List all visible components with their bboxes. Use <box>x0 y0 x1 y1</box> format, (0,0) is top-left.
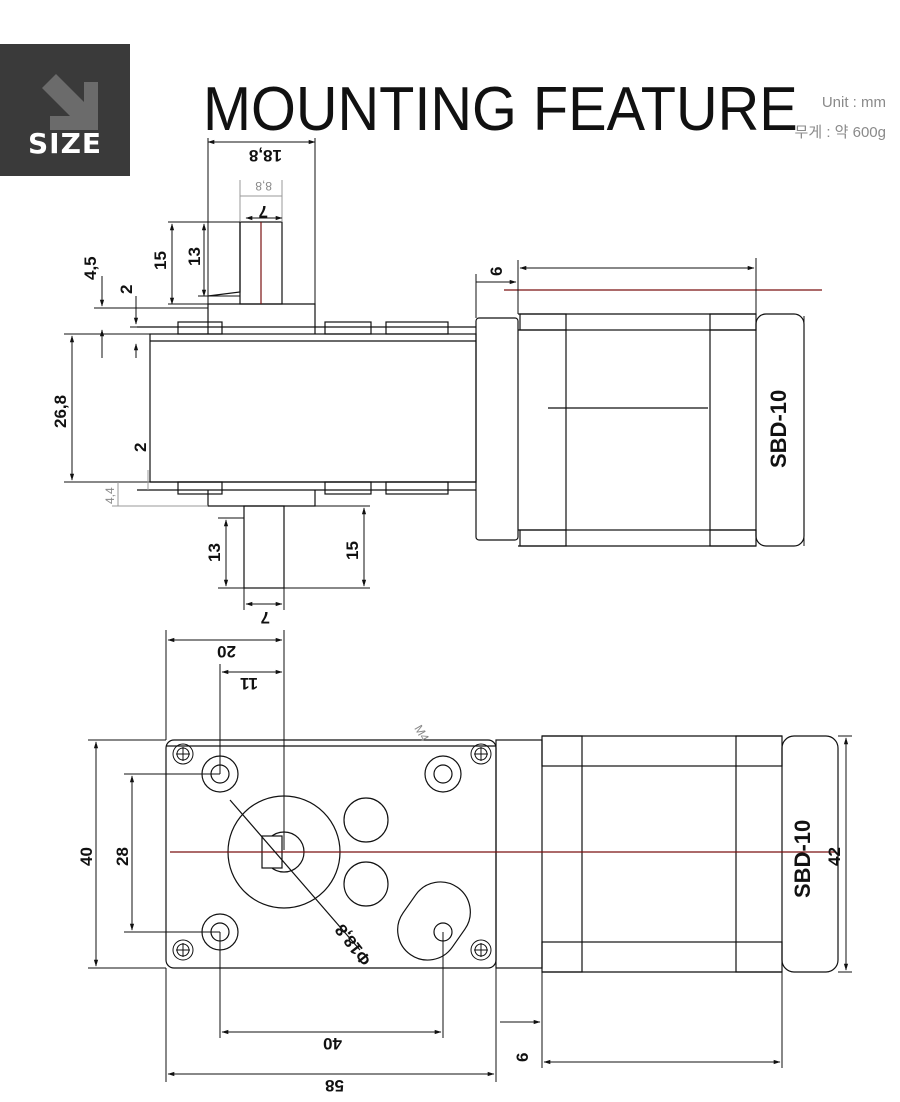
dim-13-bottom: 13 <box>205 543 224 562</box>
bottom-shaft <box>243 505 285 589</box>
front-dim-labels: 20 11 40 28 Φ18,8 40 58 6 42 <box>77 642 844 1095</box>
unit-info: Unit : mm 무게 : 약 600g <box>795 88 886 148</box>
dim-40-horizontal: 40 <box>323 1034 342 1053</box>
unit-line: Unit : mm <box>821 94 886 111</box>
dim-7-top: 7 <box>259 202 268 221</box>
slot-hole <box>397 881 471 961</box>
front-model-label: SBD-10 <box>790 820 815 898</box>
dim-phi-18-8: Φ18,8 <box>331 920 375 969</box>
front-view <box>165 735 839 973</box>
size-badge-label: SIZE <box>27 127 102 160</box>
dim-58: 58 <box>325 1076 344 1095</box>
corner-screw <box>470 939 492 961</box>
dim-20: 20 <box>217 642 236 661</box>
front-dimensions <box>88 630 852 1082</box>
dim-6-side: 6 <box>487 267 506 276</box>
dim-8-8: 8,8 <box>255 179 272 193</box>
corner-screw <box>470 743 492 765</box>
side-dimensions <box>64 138 805 610</box>
dim-15-bottom: 15 <box>343 541 362 560</box>
hole-tag: M4 <box>411 723 432 745</box>
page-title: MOUNTING FEATURE <box>203 75 798 144</box>
dim-13-top: 13 <box>185 247 204 266</box>
side-model-label: SBD-10 <box>766 390 791 468</box>
corner-screw <box>172 743 194 765</box>
dim-42: 42 <box>825 847 844 866</box>
dim-6-front: 6 <box>513 1053 532 1062</box>
dim-18-8: 18,8 <box>249 146 282 165</box>
side-dim-labels: 18,8 8,8 7 13 15 4,5 2 26,8 2 4,4 13 15 … <box>51 146 506 627</box>
dim-28: 28 <box>113 847 132 866</box>
dim-7-bottom: 7 <box>261 608 270 627</box>
dim-26-8: 26,8 <box>51 395 70 428</box>
dim-2-top: 2 <box>117 285 136 294</box>
motor-endcap-front <box>781 735 839 973</box>
corner-screw <box>172 939 194 961</box>
dim-11: 11 <box>240 674 258 693</box>
dim-15-top: 15 <box>151 251 170 270</box>
weight-line: 무게 : 약 600g <box>794 124 886 141</box>
mount-hole <box>424 755 462 793</box>
dim-4-5: 4,5 <box>81 256 100 280</box>
size-badge: SIZE <box>0 44 130 176</box>
side-view <box>137 221 822 589</box>
gearbox-body <box>149 333 477 483</box>
motor-flange <box>475 317 519 541</box>
dim-2-mid: 2 <box>131 443 150 452</box>
arrow-down-right-icon <box>42 74 98 130</box>
dim-40-vertical: 40 <box>77 847 96 866</box>
dim-4-4: 4,4 <box>103 487 117 504</box>
